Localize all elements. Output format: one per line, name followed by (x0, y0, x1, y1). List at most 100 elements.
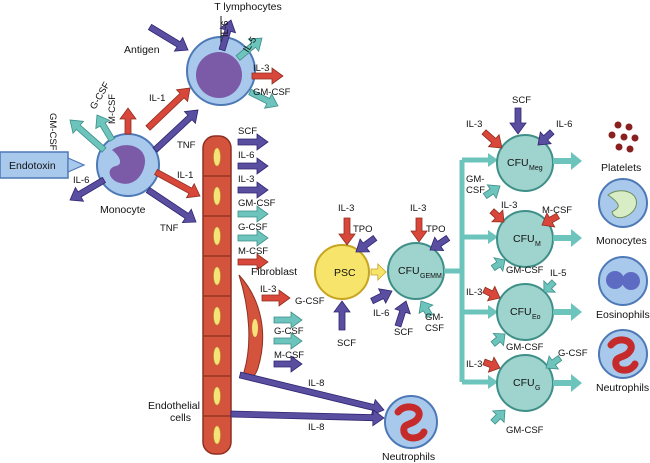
fib-gcsf-arrow-1 (273, 311, 303, 329)
monocyte-mature-icon (598, 178, 648, 228)
gemm-il3-label: IL-3 (410, 203, 426, 214)
m-il3-label: IL-3 (501, 200, 517, 211)
monocyte-label: Monocyte (100, 204, 146, 216)
mono-il6-arrow (69, 176, 107, 202)
neutrophil-mature-icon (598, 329, 648, 379)
eo-il5-arrow (543, 279, 557, 293)
psc-gemm-arrow (370, 263, 387, 281)
endo-mcsf-arrow (237, 253, 269, 271)
gemm-scf-arrow (394, 300, 411, 328)
endotoxin-label: Endotoxin (9, 160, 56, 172)
mono-gmcsf-arrow (69, 119, 107, 153)
t-gmcsf-label: GM-CSF (253, 87, 291, 98)
g-il3-arrow (482, 356, 501, 373)
psc-il3-arrow (338, 217, 356, 246)
meg-il3-arrow (481, 129, 503, 149)
endo-gmcsf-label: GM-CSF (238, 198, 276, 209)
mono-tnf-up-label: TNF (177, 140, 196, 151)
gemm-il3-arrow (410, 217, 428, 243)
eosinophils-label: Eosinophils (596, 309, 650, 321)
m-gmcsf-arrow (490, 257, 506, 273)
mono-il1-up-label: IL-1 (149, 93, 165, 104)
gemm-il6-arrow (370, 288, 393, 305)
meg-scf-arrow (509, 107, 527, 135)
platelets-label: Platelets (601, 162, 641, 174)
mono-gcsf-arrow (95, 114, 116, 143)
psc-tpo-arrow (355, 235, 378, 253)
fib-gcsf-label: G-CSF (274, 326, 304, 337)
m-gmcsf-label: GM-CSF (506, 265, 544, 276)
mono-mcsf-arrow (119, 107, 137, 135)
psc-tpo-label: TPO (353, 224, 373, 235)
text-layer: T lymphocytes Antigen Endotoxin Monocyte… (9, 1, 650, 463)
psc-label: PSC (334, 267, 356, 279)
psc-scf-label: SCF (337, 338, 356, 349)
endothelial-label-2: cells (170, 412, 191, 424)
g-il3-label: IL-3 (466, 359, 482, 370)
m-mcsf-arrow (541, 212, 561, 228)
monocytes-label: Monocytes (596, 235, 647, 247)
t-gmcsf-arrow (248, 88, 279, 109)
t-il3-label: IL-3 (253, 63, 269, 74)
cfu-meg-label: CFU (507, 157, 529, 169)
neutrophil-target-cell (384, 395, 438, 449)
gemm-tpo-arrow (429, 234, 451, 252)
fib-il3-label: IL-3 (260, 284, 276, 295)
mono-mcsf-label: M-CSF (107, 94, 118, 124)
cfu-g-sub: G (535, 385, 540, 392)
mono-tnf-down-label: TNF (160, 223, 179, 234)
t-il3-arrow (251, 67, 284, 85)
platelets-icon (608, 121, 639, 153)
eo-gmcsf-label: GM-CSF (506, 342, 544, 353)
t-il6-label: IL-6 (220, 21, 231, 37)
endo-il3-label: IL-3 (238, 174, 254, 185)
endo-il6-label: IL-6 (238, 150, 254, 161)
meg-gmcsf-label-2: CSF (466, 185, 485, 196)
m-mcsf-label: M-CSF (542, 205, 572, 216)
mono-il1-down-arrow (154, 168, 201, 199)
meg-scf-label: SCF (512, 95, 531, 106)
t-lymphocytes-label: T lymphocytes (214, 1, 282, 13)
cfu-m-label: CFU (513, 233, 535, 245)
fibroblast-label: Fibroblast (251, 266, 297, 278)
meg-il6-arrow (537, 129, 555, 146)
endo-gcsf-arrow (237, 229, 269, 247)
cfu-g-label: CFU (513, 377, 535, 389)
m-il3-arrow (489, 208, 505, 223)
gemm-gmcsf-arrow (418, 300, 434, 319)
eosinophil-icon (598, 256, 648, 306)
endo-gcsf-label: G-CSF (238, 222, 268, 233)
cfu-gemm-label: CFU (398, 265, 420, 277)
g-gmcsf-arrow (490, 409, 506, 425)
endo-scf-arrow (237, 133, 269, 151)
endo-gmcsf-arrow (237, 205, 269, 223)
antigen-arrow (147, 23, 189, 52)
neutrophils-bottom-label: Neutrophils (382, 451, 435, 463)
mono-il6-label: IL-6 (73, 175, 89, 186)
mono-il1-up-arrow (145, 87, 191, 131)
il8-lower-arrow (230, 408, 385, 427)
psc-cell (314, 244, 370, 300)
g-gcsf-arrow (545, 355, 563, 370)
fib-il3-arrow (261, 289, 291, 307)
monocyte-cell (96, 133, 160, 197)
eo-gmcsf-arrow (490, 332, 506, 347)
endo-mcsf-label: M-CSF (238, 246, 268, 257)
fib-mcsf-label: M-CSF (274, 350, 304, 361)
il8-upper-label: IL-8 (308, 378, 324, 389)
meg-gmcsf-arrow (482, 184, 501, 200)
fib-gcsf-target-label: G-CSF (295, 296, 325, 307)
t-il5-arrow (235, 37, 263, 61)
eo-il3-label: IL-3 (466, 287, 482, 298)
gemm-scf-label: SCF (394, 327, 413, 338)
cfu-eo-label: CFU (510, 306, 532, 318)
gemm-gmcsf-label: GM- (425, 312, 443, 323)
meg-il6-label: IL-6 (556, 119, 572, 130)
endotoxin-box (0, 151, 86, 179)
lineage-tree (444, 157, 488, 385)
eo-il5-label: IL-5 (550, 268, 566, 279)
endothelial-column (202, 135, 232, 455)
mono-tnf-down-arrow (145, 186, 197, 224)
cfu-meg-sub: Meg (529, 165, 543, 172)
